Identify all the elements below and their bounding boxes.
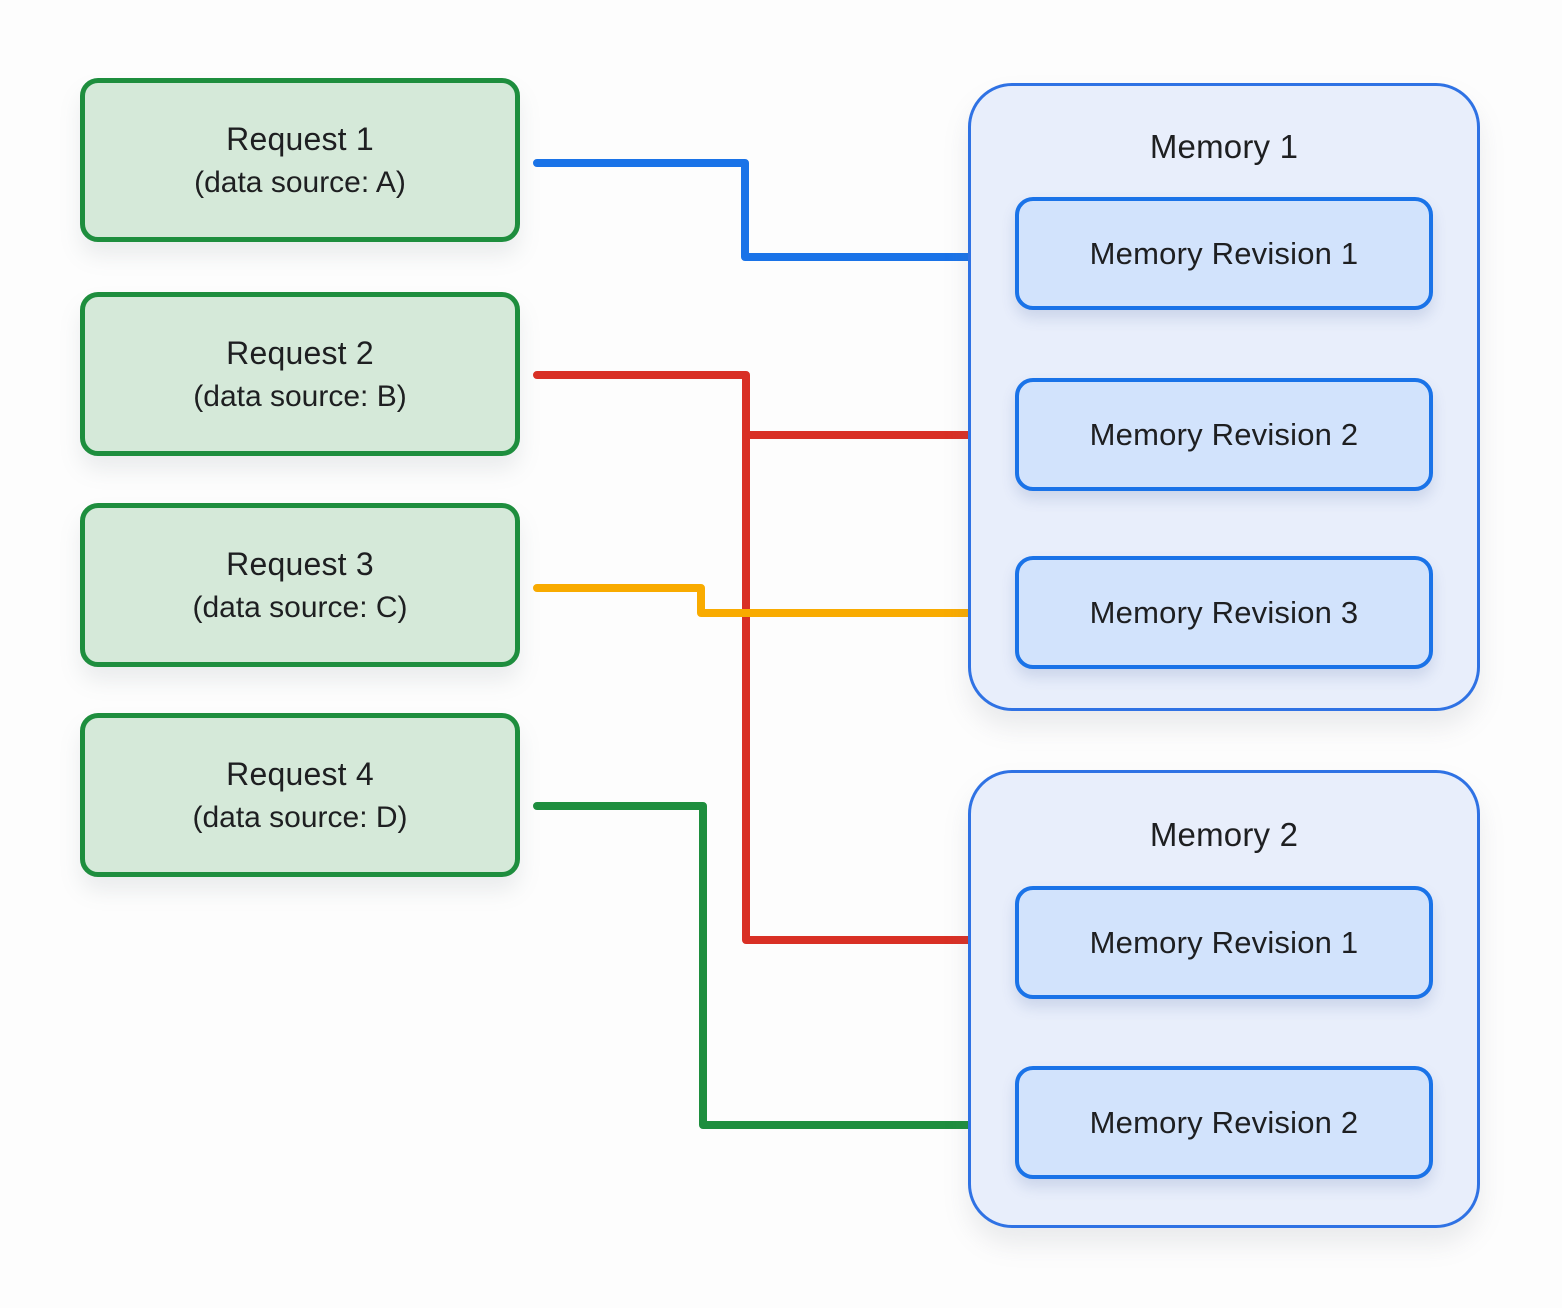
memory-1-revision-2-box: Memory Revision 2 — [1015, 378, 1433, 491]
memory-1-revision-1-label: Memory Revision 1 — [1089, 235, 1359, 271]
request-2-box: Request 2 (data source: B) — [80, 292, 520, 456]
connector-request2-to-memory2-rev1 — [533, 371, 992, 944]
request-2-title: Request 2 — [226, 334, 374, 371]
connector-request4-to-memory2-rev2 — [533, 802, 992, 1129]
memory-1-container: Memory 1 Memory Revision 1 Memory Revisi… — [968, 83, 1480, 711]
memory-2-revision-2-label: Memory Revision 2 — [1089, 1104, 1359, 1140]
memory-2-title: Memory 2 — [1149, 816, 1299, 853]
request-1-subtitle: (data source: A) — [194, 165, 406, 199]
connector-request1-to-memory1-rev1 — [533, 159, 992, 261]
request-1-box: Request 1 (data source: A) — [80, 78, 520, 242]
request-3-subtitle: (data source: C) — [192, 590, 408, 624]
request-4-subtitle: (data source: D) — [192, 800, 408, 834]
memory-1-revision-1-box: Memory Revision 1 — [1015, 197, 1433, 310]
request-2-subtitle: (data source: B) — [193, 379, 407, 413]
memory-1-title: Memory 1 — [1149, 128, 1299, 165]
memory-2-container: Memory 2 Memory Revision 1 Memory Revisi… — [968, 770, 1480, 1228]
memory-2-revision-2-box: Memory Revision 2 — [1015, 1066, 1433, 1179]
request-3-title: Request 3 — [226, 545, 374, 582]
memory-1-revision-3-label: Memory Revision 3 — [1089, 594, 1359, 630]
memory-1-revision-3-box: Memory Revision 3 — [1015, 556, 1433, 669]
memory-1-revision-2-label: Memory Revision 2 — [1089, 416, 1359, 452]
request-1-title: Request 1 — [226, 120, 374, 157]
request-4-title: Request 4 — [226, 755, 374, 792]
request-3-box: Request 3 (data source: C) — [80, 503, 520, 667]
memory-2-revision-1-box: Memory Revision 1 — [1015, 886, 1433, 999]
request-4-box: Request 4 (data source: D) — [80, 713, 520, 877]
memory-2-revision-1-label: Memory Revision 1 — [1089, 924, 1359, 960]
connector-request3-to-memory1-rev3 — [533, 584, 992, 617]
